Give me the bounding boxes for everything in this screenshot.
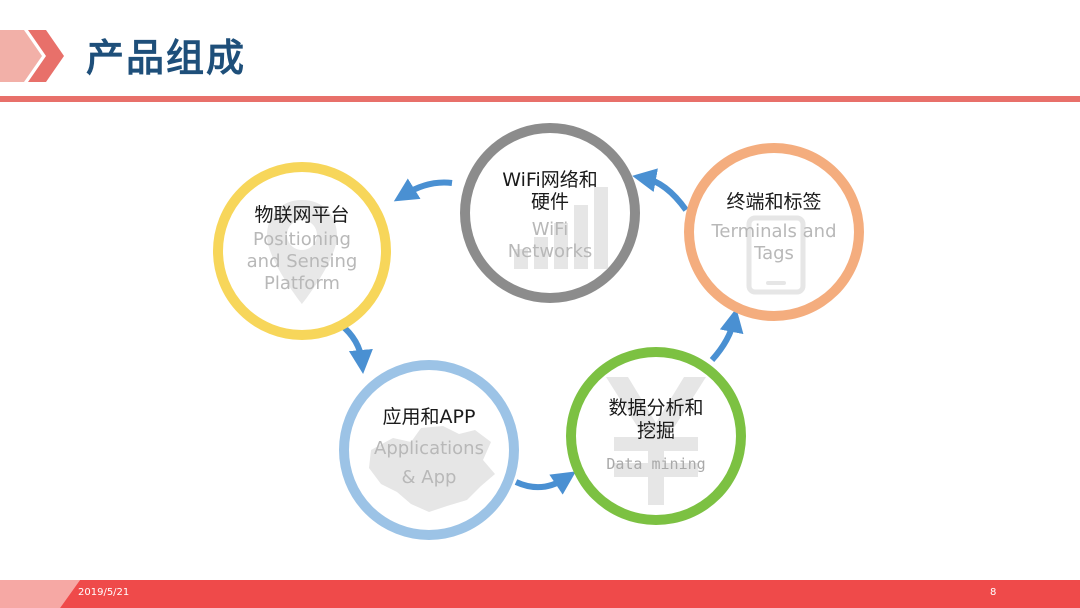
node-mining-title-2: 挖掘 <box>636 420 675 442</box>
tablet-icon <box>746 215 806 295</box>
arrow-wifi-to-platform <box>393 178 453 202</box>
node-terminals-subtitle-1: Terminals and <box>711 221 837 242</box>
node-apps-title: 应用和APP <box>382 406 476 428</box>
node-mining-title-1: 数据分析和 <box>608 397 704 419</box>
arrow-apps-to-mining <box>514 471 576 495</box>
node-apps-subtitle-1: Applications <box>374 438 484 459</box>
node-wifi-title-2: 硬件 <box>530 191 569 213</box>
header-divider <box>0 96 1080 102</box>
map-icon <box>369 426 495 512</box>
node-platform-subtitle-3: Platform <box>264 273 340 294</box>
node-platform-subtitle-2: and Sensing <box>246 251 358 272</box>
node-mining: 数据分析和 挖掘 Data mining <box>566 347 746 525</box>
footer-date: 2019/5/21 <box>78 587 130 598</box>
header-chevron-icon <box>0 30 64 82</box>
footer-page-number: 8 <box>990 587 997 598</box>
node-platform: 物联网平台 Positioning and Sensing Platform <box>213 162 391 340</box>
signal-bars-icon <box>514 187 608 269</box>
node-wifi-subtitle-1: WiFi <box>531 219 569 240</box>
node-apps-subtitle-2: & App <box>401 467 457 488</box>
node-platform-subtitle-1: Positioning <box>253 229 351 250</box>
node-wifi-subtitle-2: Networks <box>507 241 593 262</box>
node-wifi-title-1: WiFi网络和 <box>502 169 598 191</box>
arrow-mining-to-terminals <box>709 308 744 363</box>
node-apps: 应用和APP Applications & App <box>339 360 519 540</box>
node-terminals-subtitle-2: Tags <box>754 243 794 264</box>
node-mining-subtitle: Data mining <box>606 455 706 473</box>
page-title: 产品组成 <box>86 36 247 80</box>
arrow-terminals-to-wifi <box>632 168 689 212</box>
node-terminals-title: 终端和标签 <box>726 191 822 213</box>
node-wifi: WiFi网络和 硬件 WiFi Networks <box>460 123 640 303</box>
node-platform-title: 物联网平台 <box>254 204 350 226</box>
footer-bar <box>0 580 1080 608</box>
location-pin-icon <box>267 200 337 304</box>
yen-icon <box>606 377 706 505</box>
node-terminals: 终端和标签 Terminals and Tags <box>684 143 864 321</box>
